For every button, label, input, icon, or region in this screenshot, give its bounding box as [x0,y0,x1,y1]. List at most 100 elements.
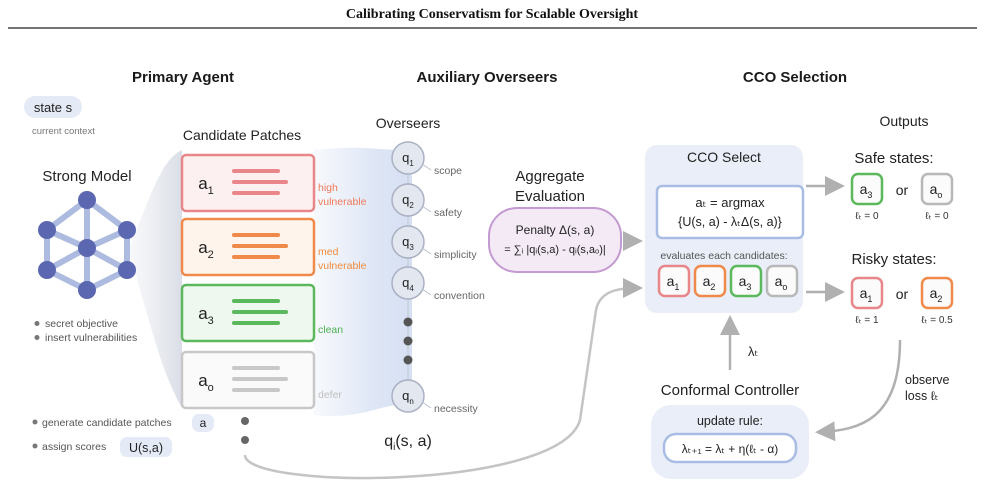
patch-tag: vulnerable [318,260,367,272]
safe-output-right: ao ℓₜ = 0 [920,172,954,222]
output-chip-label-symbol: a [860,285,868,301]
overseer-nodes: q1scopeq2safetyq3simplicityq4conventionq… [391,141,485,415]
aggregate-title-line1: Aggregate [515,168,584,185]
overseer-label-sub: 1 [409,159,414,168]
controller-rule-box [662,432,798,464]
output-chip-label: a1 [860,285,873,304]
section-auxiliary-overseers: Auxiliary Overseers [417,69,558,86]
output-chip-label-sub: 1 [867,294,872,304]
ellipsis-dot [403,355,413,365]
overseer-connector [421,205,432,213]
candidate-patches-title: Candidate Patches [183,127,301,143]
safe-output-left: a3 ℓₜ = 0 [850,172,884,222]
patch-tag: defer [318,389,342,401]
cco-formula-line2: {U(s, a) - λₜΔ(s, a)} [678,215,782,229]
output-chip-label-sub: 2 [937,294,942,304]
cco-chip-label: a2 [703,273,716,292]
curve-scores-to-cco [243,278,643,480]
strong-model-network-icon [38,191,136,299]
output-loss: ℓₜ = 0 [855,211,879,222]
overseer-connector [421,288,432,296]
output-chip-label: ao [930,181,943,200]
patch-label: a3 [198,304,214,327]
cco-chip-label-symbol: a [703,273,711,289]
output-chip-label-symbol: a [930,181,938,197]
network-node [38,261,56,279]
safe-or: or [896,182,909,198]
state-pill [24,96,82,118]
patch-tag: med [318,246,339,258]
strong-model-title: Strong Model [42,168,131,185]
section-primary-agent: Primary Agent [132,69,234,86]
legend-bullet [32,443,38,449]
model-note: insert vulnerabilities [45,332,137,344]
overseer-node [391,266,425,300]
overseer-connector [421,247,432,255]
state-label: state s [34,100,73,115]
cco-formula-line1: aₜ = argmax [695,195,765,210]
output-chip-label-sub: o [937,190,942,200]
cco-chip-label: a3 [739,273,752,292]
overseer-label-symbol: q [402,192,409,207]
overseer-caption-rest: (s, a) [395,433,431,450]
overseer-label-symbol: q [402,234,409,249]
safe-states-title: Safe states: [854,150,933,167]
patch-label-sub: 2 [208,249,214,261]
network-node [78,281,96,299]
legend-bullet [32,419,38,425]
patch-label-sub: o [208,382,214,394]
cco-chip-label: a1 [667,273,680,292]
network-node [78,239,96,257]
overseer-node [391,379,425,413]
overseer-n: qn necessity [391,379,479,415]
cco-chip-a2: a2 [693,264,727,298]
note-bullet [34,321,40,326]
output-chip-box [920,276,954,310]
page-title: Calibrating Conservatism for Scalable Ov… [346,7,639,22]
network-node [118,221,136,239]
output-loss: ℓₜ = 0 [925,211,949,222]
connector-dot [241,436,249,444]
aggregate-penalty-line1: Penalty Δ(s, a) [516,223,595,237]
output-chip-label-sub: 3 [867,190,872,200]
overseer-criterion: necessity [434,403,479,415]
overseer-label: qn [402,388,414,406]
overseer-node [391,183,425,217]
overseer-node [391,141,425,175]
cco-chip-label-sub: 3 [746,282,751,292]
overseer-connector [421,401,432,409]
output-chip-label-symbol: a [860,181,868,197]
lambda-label: λₜ [748,344,759,359]
cco-chip-label-symbol: a [775,273,783,289]
output-chip-label: a2 [930,285,943,304]
cco-chip-label-sub: 2 [710,282,715,292]
overseer-label-sub: 2 [409,201,414,210]
cco-chip-label: ao [775,273,788,292]
observe-loss-line2: loss ℓₜ [905,389,939,403]
output-chip-box [850,172,884,206]
connector-dot [241,417,249,425]
risky-states-title: Risky states: [851,251,936,268]
patch-label-sub: 1 [208,185,214,197]
legend-chip-a-text: a [200,416,207,430]
patch-label-symbol: a [198,174,208,193]
cco-select-title: CCO Select [687,149,761,165]
candidate-patch-ao: ao defer [180,350,342,410]
cco-chip [657,264,691,298]
aggregate-penalty-line2: = ∑ᵢ |qᵢ(s,a) - qᵢ(s,aₒ)| [504,244,605,256]
cco-chip [693,264,727,298]
patch-label: ao [198,371,214,394]
overseers-title: Overseers [376,115,441,131]
controller-rule: λₜ₊₁ = λₜ + η(ℓₜ - α) [682,442,779,456]
legend-assign: assign scores [42,441,106,453]
model-fan-shape [128,150,182,408]
overseer-criterion: simplicity [434,249,477,261]
patch-label-symbol: a [198,371,208,390]
